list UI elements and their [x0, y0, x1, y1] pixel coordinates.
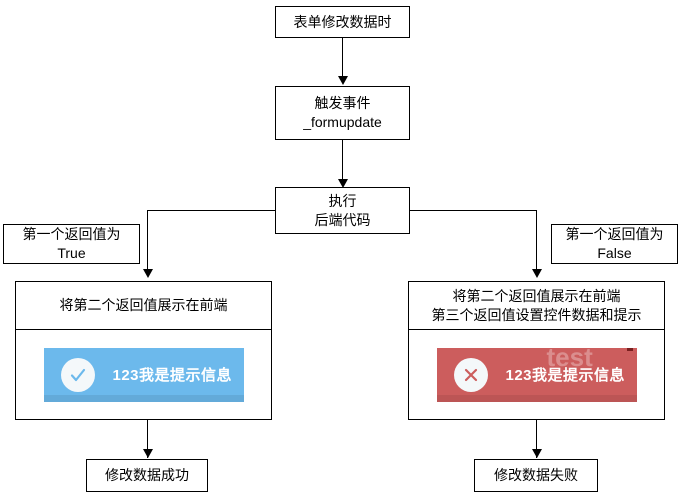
arrowhead-start-to-trigger: [338, 76, 348, 85]
label-text: 第一个返回值为 False: [565, 226, 664, 261]
node-execute-backend-code: 执行 后端代码: [275, 187, 410, 234]
alert-success-message: 123我是提示信息: [112, 367, 233, 384]
alert-danger-message: 123我是提示信息: [505, 367, 626, 384]
node-label: 修改数据失败: [494, 467, 578, 484]
panel-success-frontend: 将第二个返回值展示在前端 123我是提示信息: [15, 281, 272, 420]
alert-danger-bottom-strip: [436, 394, 637, 402]
alert-danger-corner-mark: [626, 347, 633, 351]
connector-right-branch-down: [536, 210, 537, 271]
panel-failure-frontend: 将第二个返回值展示在前端 第三个返回值设置控件数据和提示 test 123我是提…: [408, 281, 665, 420]
connector-execute-left-branch: [147, 210, 275, 211]
label-first-return-value-false: 第一个返回值为 False: [551, 224, 678, 264]
alert-success[interactable]: 123我是提示信息: [43, 347, 244, 402]
panel-header-label: 将第二个返回值展示在前端 第三个返回值设置控件数据和提示: [431, 287, 642, 323]
node-result-failure: 修改数据失败: [474, 459, 598, 492]
connector-success-to-result: [147, 420, 148, 458]
node-label: 执行 后端代码: [314, 192, 371, 228]
panel-failure-header: 将第二个返回值展示在前端 第三个返回值设置控件数据和提示: [409, 282, 664, 330]
arrowhead-failure-to-result: [532, 449, 542, 458]
connector-trigger-to-execute: [342, 140, 343, 181]
alert-success-bottom-strip: [43, 394, 244, 402]
panel-failure-body: test 123我是提示信息: [409, 330, 664, 419]
connector-failure-to-result: [536, 420, 537, 458]
alert-danger-watermark: test: [546, 347, 593, 372]
times-circle-icon: [453, 357, 488, 392]
node-label: 触发事件 _formupdate: [303, 95, 382, 130]
arrowhead-success-to-result: [143, 449, 153, 458]
node-trigger-event: 触发事件 _formupdate: [275, 86, 410, 140]
arrowhead-right-branch: [532, 269, 542, 278]
check-circle-icon: [60, 357, 95, 392]
panel-header-label: 将第二个返回值展示在前端: [59, 297, 228, 314]
connector-left-branch-down: [147, 210, 148, 271]
panel-success-body: 123我是提示信息: [16, 330, 271, 419]
arrowhead-trigger-to-execute: [338, 179, 348, 188]
alert-danger[interactable]: test 123我是提示信息: [436, 347, 637, 402]
node-label: 修改数据成功: [105, 467, 189, 484]
panel-success-header: 将第二个返回值展示在前端: [16, 282, 271, 330]
label-first-return-value-true: 第一个返回值为 True: [3, 224, 140, 264]
node-form-update-start: 表单修改数据时: [275, 6, 410, 38]
connector-start-to-trigger: [342, 38, 343, 77]
node-result-success: 修改数据成功: [86, 459, 208, 492]
label-text: 第一个返回值为 True: [22, 226, 121, 261]
node-label: 表单修改数据时: [293, 13, 392, 30]
arrowhead-left-branch: [143, 269, 153, 278]
connector-execute-right-branch: [410, 210, 537, 211]
